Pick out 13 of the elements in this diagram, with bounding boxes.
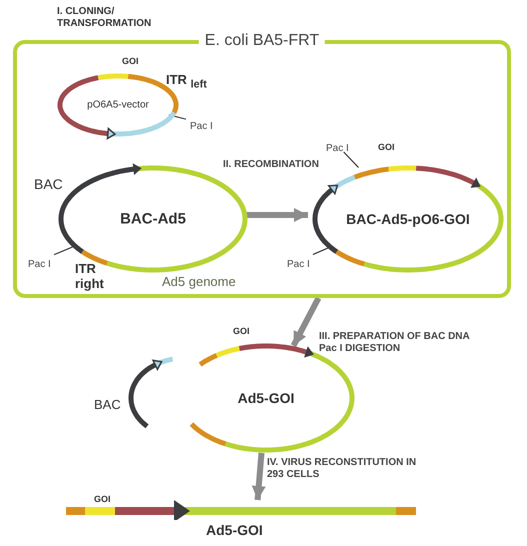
text-label: BAC <box>94 398 121 413</box>
text-label: GOI <box>378 142 395 152</box>
text-label: ITR right <box>75 262 105 292</box>
text-label: GOI <box>233 326 250 336</box>
plasmid-name: Ad5-GOI <box>238 390 294 406</box>
text-label: ITR $_{left}$ <box>166 73 207 92</box>
construct-name: Ad5-GOI <box>206 522 263 538</box>
text-label: BAC <box>34 176 63 192</box>
segment-label: Ad5 genome <box>162 275 236 290</box>
plasmid-name: BAC-Ad5 <box>120 210 186 228</box>
text-label: I. CLONING/ TRANSFORMATION <box>57 6 152 29</box>
text-label: GOI <box>94 494 111 504</box>
text-label: GOI <box>122 56 139 66</box>
